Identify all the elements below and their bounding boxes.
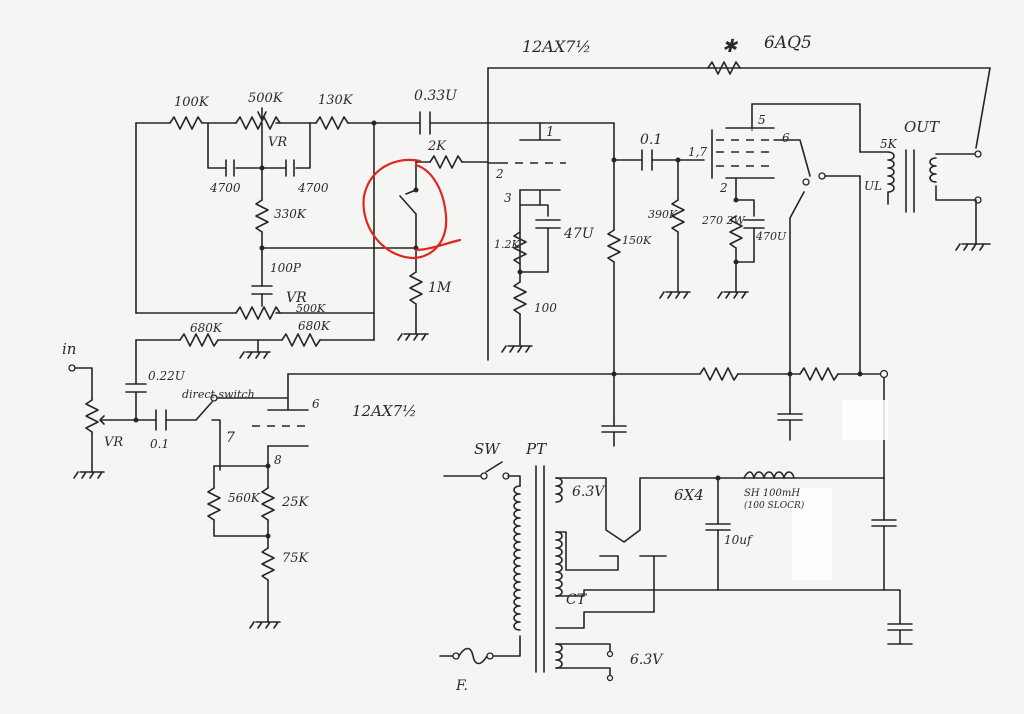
input-pot xyxy=(85,399,99,433)
label-tube-12ax7-bottom: 12AX7½ xyxy=(352,402,417,420)
label-vr-input: VR xyxy=(104,435,123,450)
label-vr-500k-top: 500K xyxy=(248,91,284,106)
power-supply xyxy=(439,461,885,682)
resistor-560k xyxy=(207,487,221,521)
resistor-feedback xyxy=(707,61,741,75)
label-ct: CT xyxy=(566,592,588,608)
resistor-2k xyxy=(429,155,463,169)
label-r-680k-a: 680K xyxy=(190,321,223,335)
resistor-680k-b xyxy=(281,333,321,347)
label-pin-1: 1 xyxy=(546,125,554,140)
label-pin-6: 6 xyxy=(782,131,790,145)
input-section xyxy=(68,339,309,629)
label-vr-top: VR xyxy=(268,135,287,150)
label-r-1-2k: 1.2K xyxy=(494,238,520,251)
output-transformer xyxy=(859,67,991,373)
resistor-270-2w xyxy=(729,215,743,249)
label-r-2k: 2K xyxy=(427,139,447,154)
label-tube-6aq5: 6AQ5 xyxy=(764,33,812,53)
label-c-033u: 0.33U xyxy=(414,88,458,104)
resistor-dropping-b xyxy=(799,367,839,381)
label-v-63-bottom: 6.3V xyxy=(630,652,664,668)
label-r-100k: 100K xyxy=(174,95,210,110)
cap-4700-b xyxy=(285,159,295,177)
label-c-4700-a: 4700 xyxy=(209,181,241,195)
label-pt: PT xyxy=(525,440,547,458)
resistor-25k xyxy=(261,487,275,521)
resistor-1m xyxy=(409,271,423,305)
label-choke: SH 100mH xyxy=(744,488,800,499)
label-tube-12ax7-top: 12AX7½ xyxy=(522,37,591,56)
label-r-330k: 330K xyxy=(274,207,307,221)
label-c-100p: 100P xyxy=(270,261,302,275)
resistor-150k xyxy=(607,229,621,263)
fuse xyxy=(458,647,488,665)
tone-stack xyxy=(135,107,615,359)
label-c-022u: 0.22U xyxy=(148,369,186,383)
choke xyxy=(743,471,795,479)
label-r-25k: 25K xyxy=(281,495,310,510)
label-vr-mid: VR xyxy=(286,290,307,306)
label-r-130k: 130K xyxy=(318,93,354,108)
resistor-330k xyxy=(255,199,269,233)
label-r-1m: 1M xyxy=(428,280,452,296)
label-v-63-top: 6.3V xyxy=(572,484,606,500)
label-r-270-2w: 270 2W xyxy=(701,214,746,227)
power-6aq5 xyxy=(659,61,861,373)
label-pin-5: 5 xyxy=(758,113,766,127)
label-fuse: F. xyxy=(455,678,468,694)
label-c-10uf: 10uf xyxy=(724,533,754,547)
resistor-1-2k xyxy=(513,231,527,265)
label-tube-6x4: 6X4 xyxy=(674,486,704,504)
resistor-100k xyxy=(169,116,203,130)
grid-switch xyxy=(362,155,489,341)
label-r-150k: 150K xyxy=(622,234,652,247)
label-r-100: 100 xyxy=(534,301,557,315)
label-c-4700-b: 4700 xyxy=(297,181,329,195)
resistor-130k xyxy=(315,116,349,130)
label-pin-7: 7 xyxy=(226,430,235,446)
label-pin-2: 2 xyxy=(495,167,504,181)
label-r-680k-b: 680K xyxy=(298,319,331,333)
cap-4700-a xyxy=(225,159,235,177)
label-pin-17: 1,7 xyxy=(688,145,707,159)
resistor-dropping-a xyxy=(699,367,739,381)
label-choke-sub: (100 SLOCR) xyxy=(744,500,805,511)
label-r-390k: 390K xyxy=(648,208,678,221)
pot-500k-mid xyxy=(235,306,281,320)
pot-500k-top xyxy=(235,116,281,130)
label-sw: SW xyxy=(474,440,501,458)
label-c-470u: 470U xyxy=(755,230,787,243)
label-pin-3: 3 xyxy=(504,191,512,205)
resistor-100 xyxy=(513,281,527,315)
label-r-75k: 75K xyxy=(282,551,310,566)
label-c-01-bottom: 0.1 xyxy=(150,437,169,451)
resistor-390k xyxy=(671,199,685,233)
label-direct-switch: direct switch xyxy=(182,388,255,401)
label-c-47u: 47U xyxy=(563,226,595,242)
label-in: in xyxy=(62,340,76,358)
label-star: ✱ xyxy=(722,36,739,57)
label-pin-8: 8 xyxy=(274,453,282,467)
label-ul: UL xyxy=(864,179,882,193)
ground-tone xyxy=(239,351,271,359)
annotation-circle xyxy=(362,158,462,260)
bplus-rail xyxy=(287,367,913,645)
label-r-5k: 5K xyxy=(880,137,898,151)
label-pin-2-power: 2 xyxy=(719,181,728,195)
label-pin-6-bottom: 6 xyxy=(312,397,320,411)
label-r-560k: 560K xyxy=(228,491,261,505)
label-vr-500k-mid: 500K xyxy=(296,302,326,315)
label-c-01-top: 0.1 xyxy=(640,132,662,148)
resistor-75k xyxy=(261,547,275,581)
label-out: OUT xyxy=(904,118,940,136)
resistor-680k-a xyxy=(179,333,219,347)
